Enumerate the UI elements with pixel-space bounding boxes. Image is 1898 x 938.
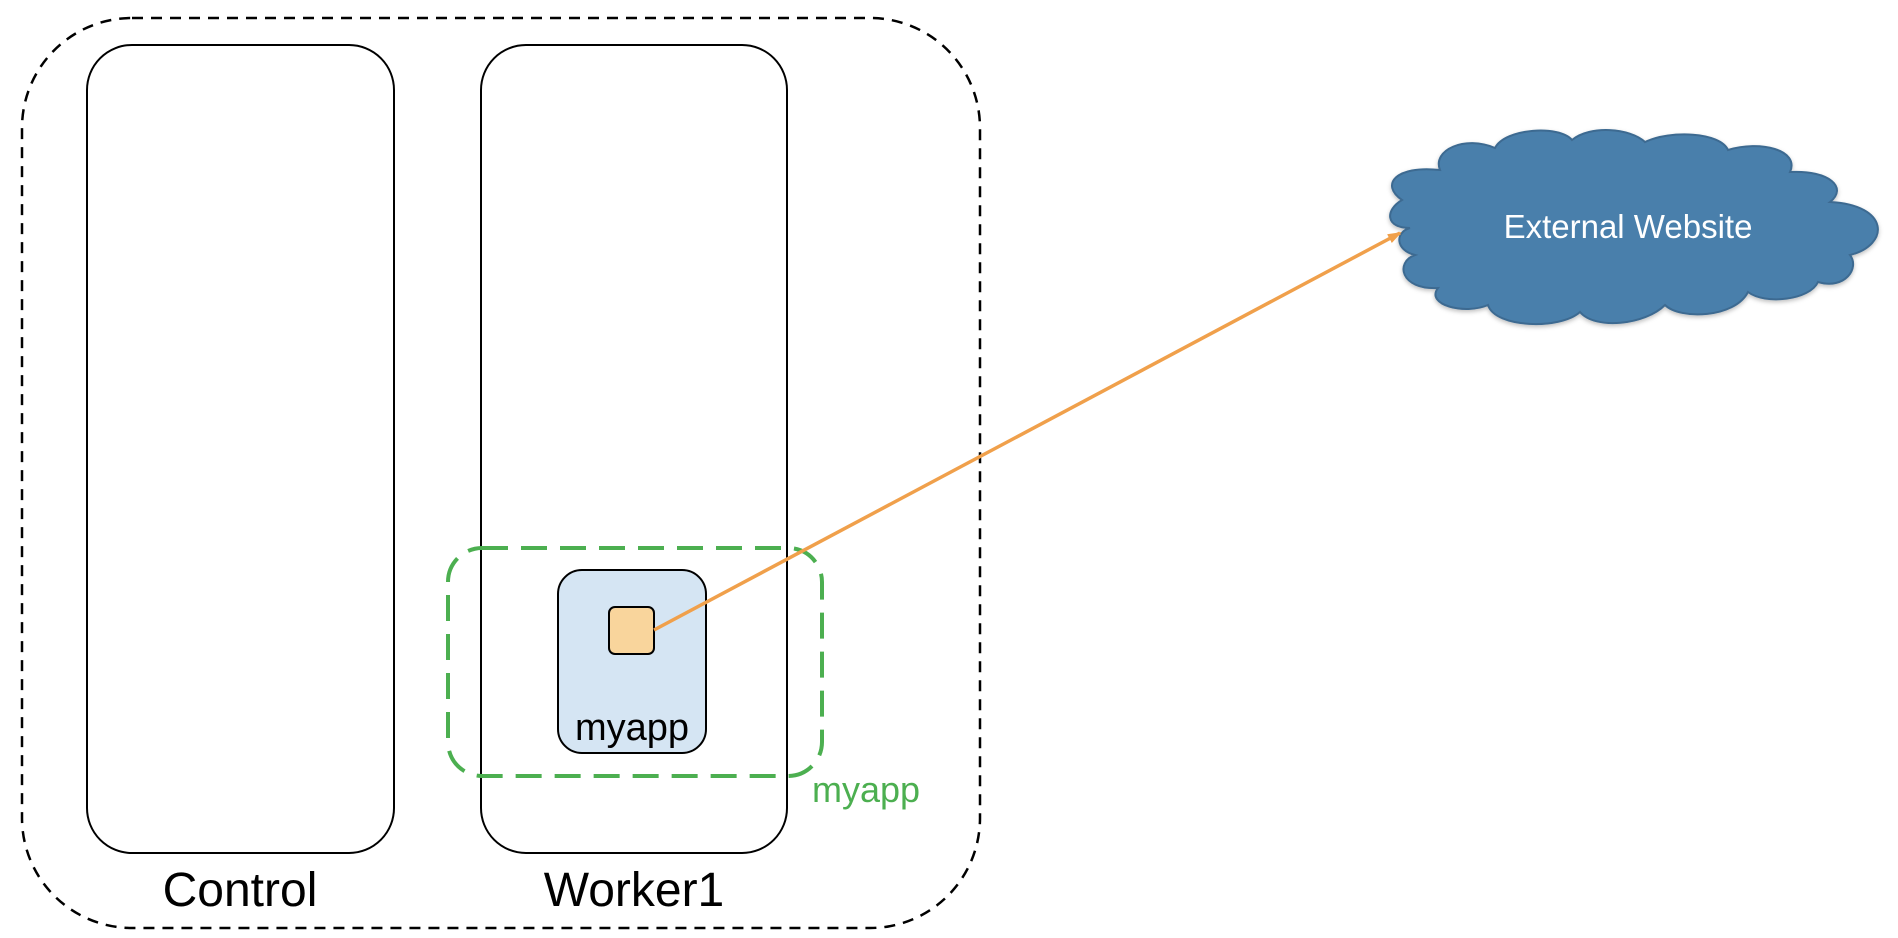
cloud-icon (1389, 129, 1879, 326)
namespace-label: myapp (812, 769, 920, 810)
cluster-boundary (20, 16, 982, 930)
control-node (86, 44, 395, 854)
external-website-label: External Website (1504, 208, 1753, 245)
container-box (608, 606, 655, 655)
cloud-shape (1389, 129, 1879, 326)
egress-arrow (653, 231, 1402, 632)
control-node-label: Control (163, 864, 318, 917)
pod-label: myapp (575, 707, 689, 749)
pod-box (557, 569, 707, 754)
namespace-boundary (446, 546, 824, 778)
worker1-node-label: Worker1 (544, 864, 725, 917)
